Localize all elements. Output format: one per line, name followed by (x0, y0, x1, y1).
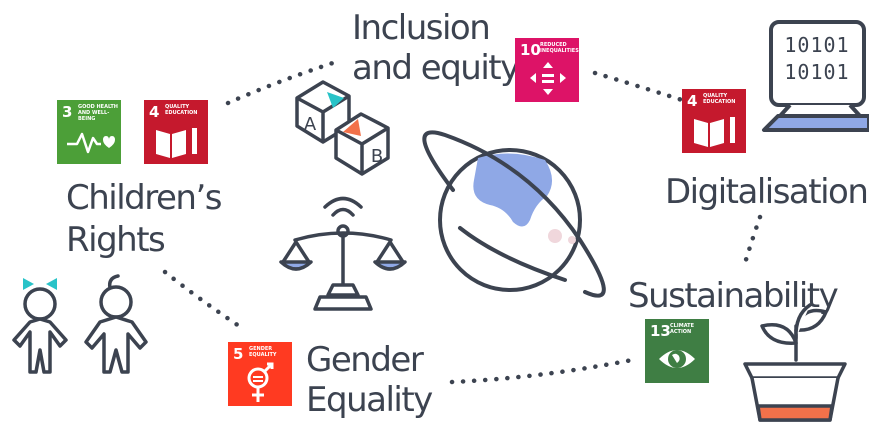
label-inclusion-line1: Inclusion (352, 8, 491, 48)
label-gender-line1: Gender (306, 340, 424, 380)
scales-icon (279, 196, 407, 311)
sdg-13-number: 13 (650, 322, 671, 340)
connector-digital-sustain (742, 214, 763, 266)
heartbeat-icon (67, 132, 115, 154)
sdg-13-title: Climate action (670, 323, 694, 335)
sdg-4-tile-left: 4 Quality education (144, 100, 208, 164)
sdg-5-number: 5 (233, 345, 244, 363)
sdg-4-right-number: 4 (687, 92, 698, 110)
sdg-4-right-title: Quality education (703, 93, 736, 105)
sdg-10-number: 10 (520, 41, 541, 59)
label-digitalisation: Digitalisation (665, 172, 869, 212)
book-pencil-icon (156, 128, 197, 158)
connector-inclusion-sdg10 (592, 70, 685, 103)
gender-symbol-icon (247, 362, 274, 402)
label-gender-equality: Gender Equality (306, 340, 433, 420)
sdg-4-tile-right: 4 Quality education (682, 89, 746, 153)
children-icon (12, 274, 148, 374)
sdg-3-title: Good health and well-being (78, 104, 118, 122)
sdg-4-left-number: 4 (149, 103, 160, 121)
computer-screen-line-2: 10101 (784, 60, 849, 84)
label-childrens-rights: Children’s Rights (66, 178, 222, 260)
sdg-4-left-title: Quality education (165, 104, 198, 116)
equal-arrows-icon (530, 62, 566, 95)
book-pencil-icon (694, 117, 735, 147)
computer-icon: 10101 10101 (762, 20, 869, 132)
connector-gender-sdg13 (449, 357, 635, 385)
label-children-line1: Children’s (66, 178, 222, 218)
eye-globe-icon (659, 350, 695, 368)
sdg-5-title: Gender equality (249, 346, 277, 358)
connector-children-inclusion (225, 57, 345, 106)
block-letter-a: A (304, 114, 317, 135)
label-sustainability: Sustainability (628, 276, 839, 316)
plant-icon (743, 303, 847, 422)
letter-blocks-icon: A B (295, 80, 390, 176)
sdg-10-title: Reduced inequalities (540, 42, 579, 54)
label-gender-line2: Equality (306, 380, 433, 420)
block-letter-b: B (371, 146, 383, 167)
dotted-connectors (162, 57, 763, 385)
sdg-3-tile: 3 Good health and well-being (57, 100, 121, 164)
label-inclusion-equity: Inclusion and equity (352, 8, 520, 88)
connector-children-gender (162, 269, 248, 333)
sdg-3-number: 3 (62, 103, 73, 121)
label-inclusion-line2: and equity (352, 48, 520, 88)
computer-screen-line-1: 10101 (784, 33, 849, 57)
sdg-5-tile: 5 Gender equality (228, 342, 292, 406)
sdg-10-tile: 10 Reduced inequalities (515, 38, 579, 102)
planet-icon (422, 130, 606, 298)
sdg-13-tile: 13 Climate action (645, 319, 709, 383)
label-children-line2: Rights (66, 220, 166, 260)
